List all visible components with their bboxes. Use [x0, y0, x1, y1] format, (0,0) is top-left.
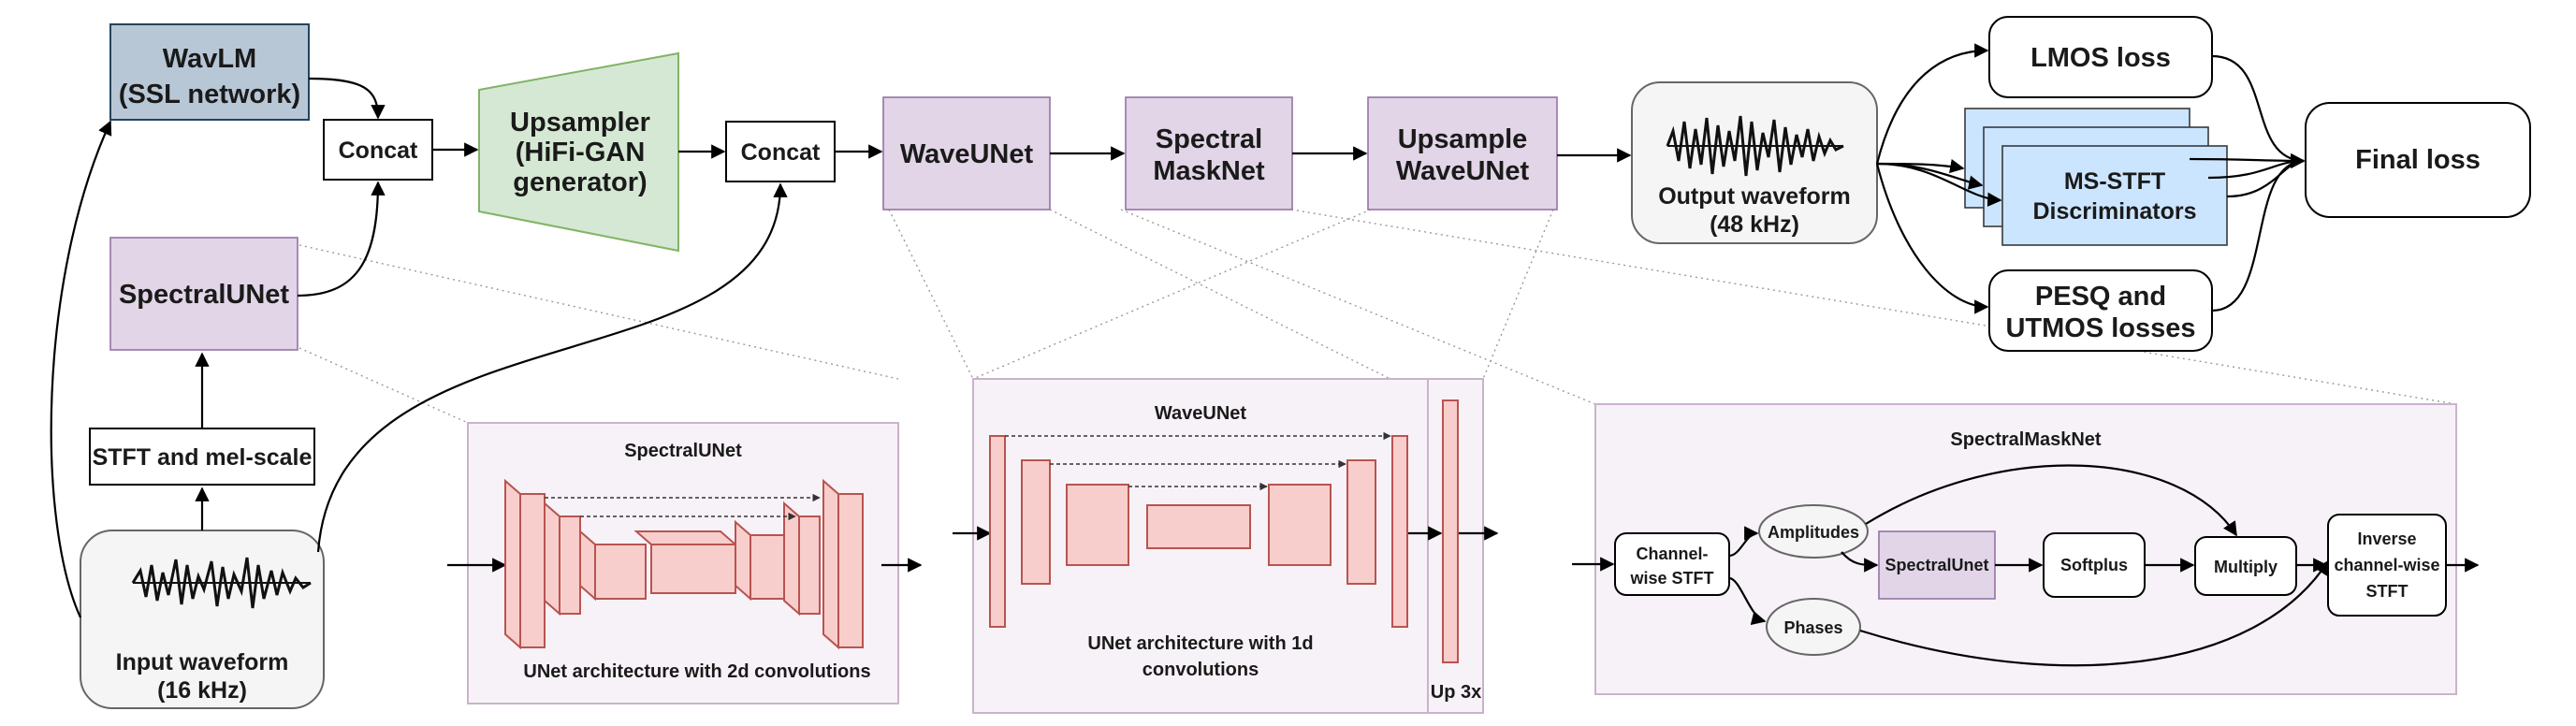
msstft-label-1: MS-STFT	[2064, 168, 2165, 195]
input-waveform-label-1: Input waveform	[116, 649, 289, 675]
spectralmasknet-panel: SpectralMaskNet Channel- wise STFT Ampli…	[1572, 403, 2480, 695]
spectralunet-panel-title: SpectralUNet	[624, 441, 742, 461]
output-waveform-label-1: Output waveform	[1658, 183, 1851, 210]
final-loss-node: Final loss	[2305, 102, 2531, 218]
inverse-stft-label-3: STFT	[2366, 582, 2409, 601]
spectralunet-node: SpectralUNet	[109, 237, 298, 351]
spectral-masknet-label-1: Spectral	[1156, 124, 1262, 154]
waveunet-panel-caption-1: UNet architecture with 1d	[1087, 633, 1313, 654]
output-waveform-icon	[1666, 115, 1844, 177]
concat1-label: Concat	[339, 138, 418, 164]
spectral-masknet-label-2: MaskNet	[1153, 156, 1265, 186]
inverse-stft-label-2: channel-wise	[2334, 556, 2439, 574]
msstft-discriminators-node: MS-STFT Discriminators	[1964, 108, 2228, 246]
upsampler-label-2: (HiFi-GAN	[516, 138, 646, 167]
input-waveform-icon	[131, 557, 312, 609]
waveunet-up-label: Up 3x	[1431, 682, 1481, 703]
spectralunet-inner-label: SpectralUnet	[1885, 556, 1988, 574]
waveunet-panel-title: WaveUNet	[1155, 403, 1247, 424]
multiply-label: Multiply	[2214, 558, 2278, 576]
upsampler-label-3: generator)	[513, 167, 647, 197]
upsample-waveunet-node: Upsample WaveUNet	[1367, 96, 1558, 211]
spectralunet-label: SpectralUNet	[119, 280, 289, 310]
pesq-utmos-node: PESQ and UTMOS losses	[1988, 269, 2213, 352]
stft-mel-label: STFT and mel-scale	[93, 444, 313, 471]
softplus-label: Softplus	[2060, 556, 2128, 574]
zoom-guide-lines	[298, 209, 2457, 424]
lmos-loss-node: LMOS loss	[1988, 16, 2213, 98]
spectralmasknet-panel-title: SpectralMaskNet	[1950, 429, 2102, 450]
spectral-masknet-node: Spectral MaskNet	[1125, 96, 1293, 211]
wavlm-label-1: WavLM	[163, 44, 256, 74]
waveunet-node: WaveUNet	[882, 96, 1051, 211]
unet-1d-blocks	[989, 399, 1459, 663]
input-waveform-label-2: (16 kHz)	[157, 677, 247, 704]
waveunet-label: WaveUNet	[900, 139, 1034, 169]
concat2-node: Concat	[725, 121, 836, 182]
channel-stft-label-2: wise STFT	[1629, 569, 1713, 588]
stft-mel-node: STFT and mel-scale	[89, 428, 315, 486]
output-waveform-label-2: (48 kHz)	[1710, 211, 1799, 238]
pesq-utmos-label-2: UTMOS losses	[2005, 313, 2195, 343]
upsample-waveunet-label-1: Upsample	[1398, 124, 1528, 154]
pesq-utmos-label-1: PESQ and	[2035, 282, 2166, 312]
spectralunet-panel: SpectralUNet UNet architecture with 2d c…	[447, 422, 923, 704]
concat2-label: Concat	[741, 139, 821, 166]
spectralunet-panel-caption: UNet architecture with 2d convolutions	[523, 661, 870, 682]
wavlm-label-2: (SSL network)	[119, 80, 300, 109]
lmos-loss-label: LMOS loss	[2030, 43, 2171, 73]
upsampler-label-1: Upsampler	[510, 108, 650, 138]
phases-label: Phases	[1783, 618, 1842, 637]
wavlm-node: WavLM (SSL network)	[109, 23, 310, 121]
waveunet-panel-caption-2: convolutions	[1142, 660, 1259, 680]
waveunet-panel: WaveUNet UNet architecture with 1d convo…	[953, 378, 1499, 714]
output-waveform-node: Output waveform (48 kHz)	[1631, 81, 1878, 244]
upsample-waveunet-label-2: WaveUNet	[1396, 156, 1530, 186]
final-loss-label: Final loss	[2355, 145, 2481, 175]
concat1-node: Concat	[323, 119, 433, 181]
inverse-stft-label-1: Inverse	[2357, 530, 2416, 548]
upsampler-node: Upsampler (HiFi-GAN generator)	[478, 51, 679, 253]
top-edges	[50, 43, 2306, 618]
msstft-label-2: Discriminators	[2032, 198, 2196, 225]
channel-stft-label-1: Channel-	[1636, 544, 1708, 563]
input-waveform-node: Input waveform (16 kHz)	[80, 530, 325, 709]
unet-2d-blocks	[504, 478, 864, 650]
amplitudes-label: Amplitudes	[1768, 523, 1859, 542]
